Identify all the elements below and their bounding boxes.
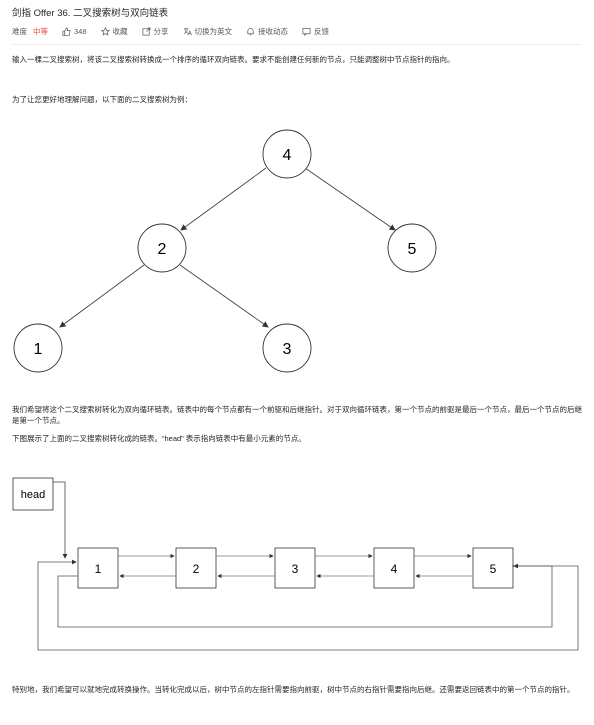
list-node: 4 [373, 547, 415, 589]
bell-icon [246, 27, 255, 36]
tree-node-root-label: 4 [283, 147, 292, 164]
feedback-label: 反馈 [314, 26, 330, 36]
problem-meta-bar: 难度 中等 348 收藏 分享 切换为英文 [12, 24, 343, 38]
list-node-label: 3 [292, 562, 299, 576]
switch-language-button[interactable]: 切换为英文 [183, 26, 233, 37]
like-count: 348 [74, 26, 87, 36]
bst-diagram: 4 2 5 1 3 [13, 129, 437, 373]
difficulty-badge: 中等 [33, 26, 48, 36]
star-icon [100, 26, 110, 36]
notify-label: 接收动态 [258, 26, 289, 36]
share-icon [142, 27, 151, 36]
share-label: 分享 [153, 26, 169, 36]
edge-2-3 [179, 264, 269, 328]
tree-node-left-left-label: 1 [34, 341, 43, 358]
favorite-button[interactable]: 收藏 [100, 26, 128, 37]
like-button[interactable]: 348 [62, 27, 87, 36]
tree-node-left-label: 2 [158, 241, 167, 258]
list-node: 5 [472, 547, 514, 589]
notify-button[interactable]: 接收动态 [246, 26, 288, 37]
thumbs-up-icon [62, 27, 71, 36]
head-pointer: head [12, 477, 68, 559]
feedback-button[interactable]: 反馈 [302, 26, 329, 37]
description-paragraph-4: 下图展示了上面的二叉搜索树转化成的链表。“head” 表示指向链表中有最小元素的… [12, 434, 306, 443]
switch-language-label: 切换为英文 [194, 26, 233, 36]
description-paragraph-1: 输入一棵二叉搜索树，将该二叉搜索树转换成一个排序的循环双向链表。要求不能创建任何… [12, 55, 455, 64]
tree-node-right-label: 5 [408, 241, 417, 258]
list-node-label: 5 [490, 562, 497, 576]
translate-icon [183, 27, 192, 36]
share-button[interactable]: 分享 [142, 26, 169, 37]
list-node: 3 [274, 547, 316, 589]
tree-node-left-right: 3 [262, 323, 312, 373]
flag-icon [302, 27, 311, 36]
problem-title: 剑指 Offer 36. 二叉搜索树与双向链表 [12, 8, 169, 19]
list-nodes: 1 2 3 4 5 [77, 547, 514, 589]
list-node-label: 2 [193, 562, 200, 576]
tree-node-root: 4 [262, 129, 312, 179]
list-node-label: 1 [95, 562, 102, 576]
edge-4-2 [180, 167, 267, 231]
tree-node-left: 2 [137, 223, 187, 273]
tree-edges [59, 167, 396, 328]
list-node-label: 4 [391, 562, 398, 576]
description-paragraph-3: 我们希望将这个二叉搜索树转化为双向循环链表。链表中的每个节点都有一个前驱和后继指… [12, 405, 582, 425]
description-paragraph-5: 特别地，我们希望可以就地完成转换操作。当转化完成以后，树中节点的左指针需要指向前… [12, 685, 575, 694]
tree-node-right: 5 [387, 223, 437, 273]
description-paragraph-2: 为了让您更好地理解问题，以下面的二叉搜索树为例： [12, 95, 192, 104]
edge-2-1 [59, 264, 145, 328]
linked-list-diagram: head 1 2 3 4 5 [12, 477, 579, 651]
tree-node-left-right-label: 3 [283, 341, 292, 358]
list-links [37, 553, 579, 651]
difficulty-label: 难度 [12, 26, 27, 36]
favorite-label: 收藏 [112, 26, 128, 36]
list-node: 2 [175, 547, 217, 589]
list-node: 1 [77, 547, 119, 589]
tree-node-left-left: 1 [13, 323, 63, 373]
head-label: head [21, 489, 45, 501]
header-divider [12, 44, 582, 45]
edge-4-5 [304, 167, 396, 231]
